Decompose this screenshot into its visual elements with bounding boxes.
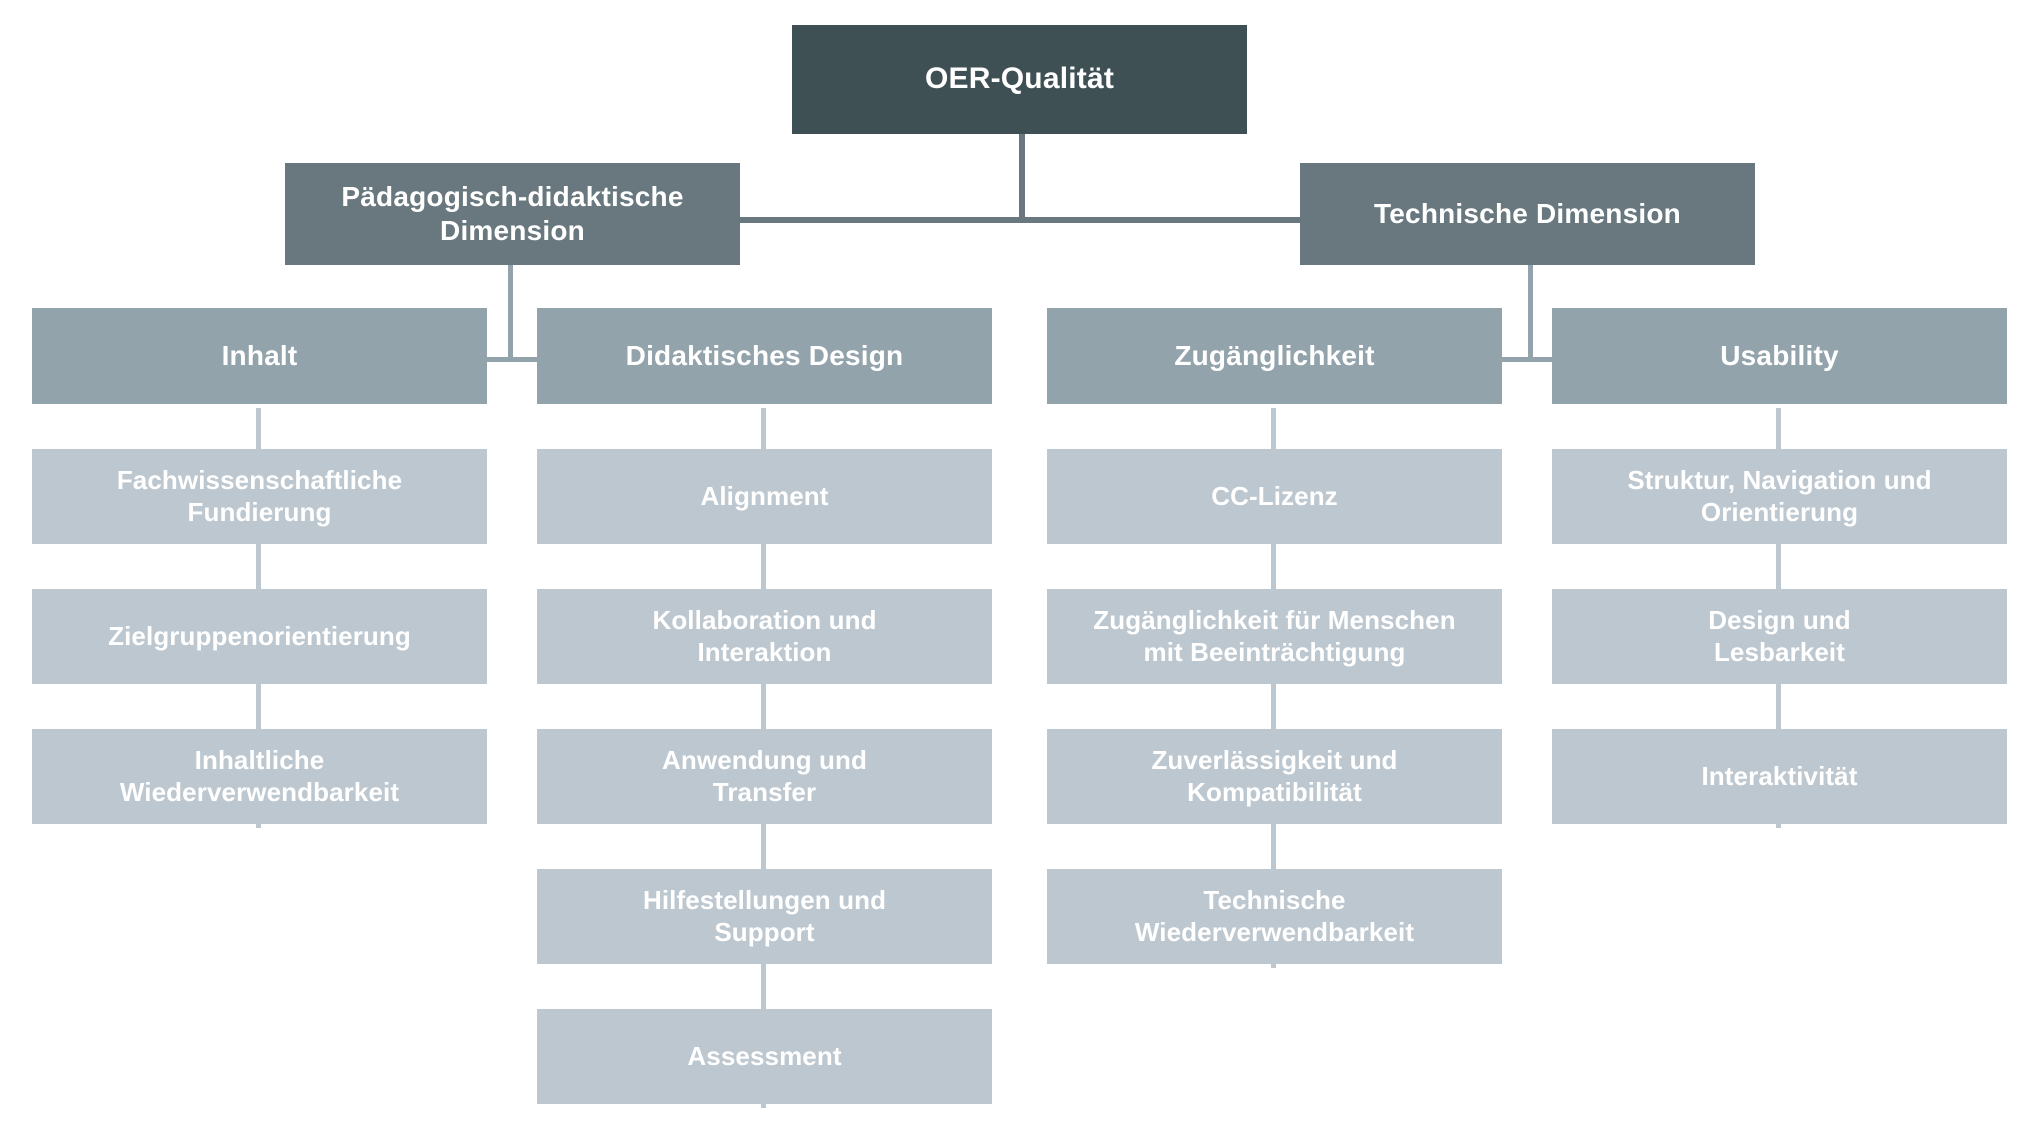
node-category-inhalt[interactable]: Inhalt: [32, 308, 487, 404]
node-leaf-assessment[interactable]: Assessment: [537, 1009, 992, 1104]
connector-technisch-bar: [1276, 357, 1781, 362]
node-leaf-anwendung-und-transfer[interactable]: Anwendung und Transfer: [537, 729, 992, 824]
connector-column-3-spine: [1271, 408, 1276, 968]
connector-technisch-stem: [1528, 265, 1533, 361]
node-category-didaktisches-design[interactable]: Didaktisches Design: [537, 308, 992, 404]
node-leaf-cc-lizenz[interactable]: CC-Lizenz: [1047, 449, 1502, 544]
node-leaf-interaktivitaet[interactable]: Interaktivität: [1552, 729, 2007, 824]
node-leaf-design-und-lesbarkeit[interactable]: Design und Lesbarkeit: [1552, 589, 2007, 684]
node-category-usability[interactable]: Usability: [1552, 308, 2007, 404]
node-leaf-hilfestellungen-und-support[interactable]: Hilfestellungen und Support: [537, 869, 992, 964]
node-leaf-fachwissenschaftliche-fundierung[interactable]: Fachwissenschaftliche Fundierung: [32, 449, 487, 544]
node-leaf-technische-wiederverwendbarkeit[interactable]: Technische Wiederverwendbarkeit: [1047, 869, 1502, 964]
node-category-zugaenglichkeit[interactable]: Zugänglichkeit: [1047, 308, 1502, 404]
node-leaf-zielgruppenorientierung[interactable]: Zielgruppenorientierung: [32, 589, 487, 684]
connector-paedagogisch-stem: [508, 265, 513, 361]
connector-dimension-bar: [734, 217, 1305, 223]
node-root-oer-qualitaet[interactable]: OER-Qualität: [792, 25, 1247, 134]
connector-paedagogisch-bar: [256, 357, 761, 362]
node-leaf-inhaltliche-wiederverwendbarkeit[interactable]: Inhaltliche Wiederverwendbarkeit: [32, 729, 487, 824]
node-leaf-zuverlaessigkeit-und-kompatibilitaet[interactable]: Zuverlässigkeit und Kompatibilität: [1047, 729, 1502, 824]
node-leaf-alignment[interactable]: Alignment: [537, 449, 992, 544]
node-dimension-technische[interactable]: Technische Dimension: [1300, 163, 1755, 265]
node-leaf-struktur-navigation-und-orientierung[interactable]: Struktur, Navigation und Orientierung: [1552, 449, 2007, 544]
connector-root-stem: [1019, 134, 1025, 220]
node-leaf-kollaboration-und-interaktion[interactable]: Kollaboration und Interaktion: [537, 589, 992, 684]
node-leaf-zugaenglichkeit-fuer-menschen-mit-beeintraechtigung[interactable]: Zugänglichkeit für Menschen mit Beeinträ…: [1047, 589, 1502, 684]
node-dimension-paedagogisch-didaktische[interactable]: Pädagogisch-didaktische Dimension: [285, 163, 740, 265]
